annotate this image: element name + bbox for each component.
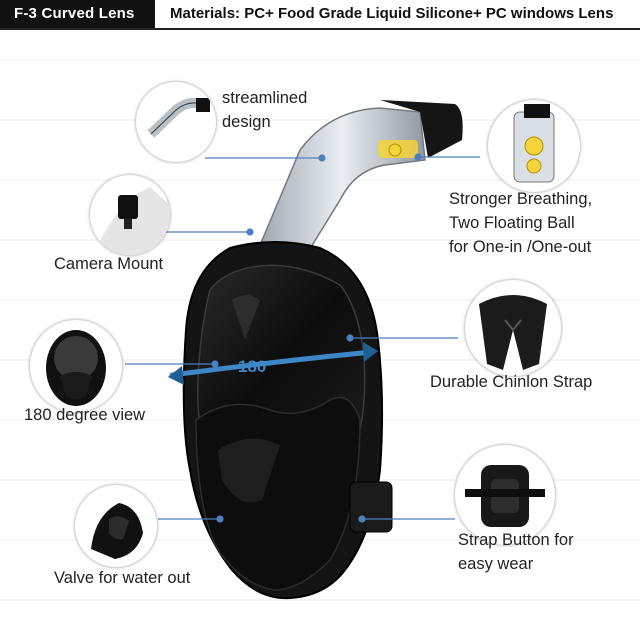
mask-front-icon: [46, 330, 106, 406]
streamlined-label-line-2: design: [222, 113, 271, 131]
strap-thumb: [465, 280, 561, 376]
strap-button-icon: [465, 465, 545, 527]
mask-frame: [182, 241, 393, 600]
view-label: 180 degree view: [24, 406, 146, 424]
strap-button-label-line-1: Strap Button for: [458, 531, 574, 549]
breathing-label-line-3: for One-in /One-out: [449, 238, 592, 256]
strap-button-thumb: [455, 445, 555, 545]
breathing-label: Stronger Breathing, Two Floating Ball fo…: [449, 187, 592, 259]
camera-mount-icon: [90, 187, 170, 255]
snorkel-tube: [257, 100, 463, 266]
lens-angle-label: 180°: [238, 357, 273, 376]
streamlined-thumb: [136, 82, 216, 162]
valve-icon: [91, 503, 143, 559]
strap-label: Durable Chinlon Strap: [430, 373, 593, 391]
camera-mount-thumb: [90, 175, 170, 255]
breathing-label-line-1: Stronger Breathing,: [449, 190, 593, 208]
valve-label: Valve for water out: [54, 569, 191, 587]
model-badge: F-3 Curved Lens: [0, 0, 155, 28]
strap-button-label: Strap Button for easy wear: [458, 528, 574, 576]
materials-title: Materials: PC+ Food Grade Liquid Silicon…: [170, 5, 614, 22]
view-thumb: [30, 320, 122, 412]
header-bar: F-3 Curved Lens Materials: PC+ Food Grad…: [0, 0, 640, 30]
view-angle-arrow: 180°: [168, 342, 378, 385]
breathing-label-line-2: Two Floating Ball: [449, 214, 575, 232]
streamlined-label-line-1: streamlined: [222, 89, 308, 107]
camera-mount-label: Camera Mount: [54, 255, 164, 273]
valve-thumb: [75, 485, 157, 567]
snorkel-tube-icon: [147, 97, 210, 138]
floating-ball-icon: [513, 104, 555, 183]
strap-button-label-line-2: easy wear: [458, 555, 534, 573]
breathing-thumb: [488, 100, 580, 192]
pointer-lines: [125, 153, 480, 523]
streamlined-label: streamlined design: [222, 86, 307, 134]
strap-icon: [479, 295, 547, 370]
